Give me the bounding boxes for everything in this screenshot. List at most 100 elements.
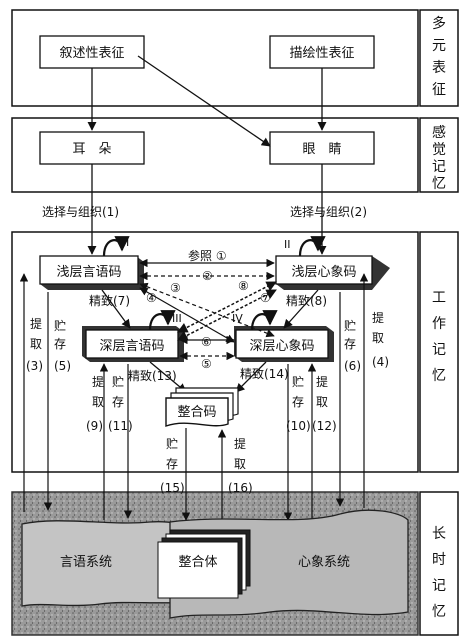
num-3: (3) bbox=[26, 359, 43, 373]
descriptive-representation-box bbox=[269, 35, 375, 69]
multi-representation-label-box bbox=[419, 9, 459, 107]
narrative-to-eye-arrow bbox=[137, 55, 271, 147]
deep-verbal-code: 深层言语码 bbox=[82, 326, 184, 362]
long-term-memory-label-box bbox=[419, 491, 459, 636]
eye-label: 眼 睛 bbox=[302, 142, 341, 157]
shallow-image-code: 浅层心象码 bbox=[275, 255, 390, 290]
integrated-body: 整合体 bbox=[157, 529, 251, 599]
side-char: 感 bbox=[432, 124, 446, 141]
store-char: 存 bbox=[166, 457, 178, 471]
num-16: (16) bbox=[228, 481, 253, 495]
eye-box bbox=[269, 131, 375, 165]
body-sheet-front bbox=[157, 541, 239, 599]
store-char: 贮 bbox=[344, 318, 356, 333]
retrieve-char: 取 bbox=[234, 457, 246, 471]
side-label-sensory: 感 觉 记 忆 bbox=[432, 124, 446, 192]
elaboration-label-14: 精致(14) bbox=[240, 367, 289, 381]
retrieve-char: 提 bbox=[372, 310, 384, 325]
integrated-body-label: 整合体 bbox=[178, 555, 217, 570]
num-12: (12) bbox=[312, 419, 337, 433]
integrated-code-label: 整合码 bbox=[177, 405, 216, 420]
side-char: 忆 bbox=[432, 604, 446, 620]
reference-label-1: 参照 ① bbox=[188, 248, 227, 263]
elaboration-label-7: 精致(7) bbox=[89, 294, 130, 308]
side-char: 工 bbox=[432, 290, 446, 306]
store-char: 存 bbox=[292, 395, 304, 409]
side-char: 征 bbox=[432, 82, 446, 98]
side-char: 多 bbox=[432, 15, 446, 32]
side-label-longterm: 长 时 记 忆 bbox=[432, 526, 446, 620]
num-6: (6) bbox=[344, 359, 361, 373]
retrieve-char: 取 bbox=[92, 395, 104, 409]
side-char: 元 bbox=[432, 38, 446, 54]
narrative-representation-label: 叙述性表征 bbox=[59, 46, 124, 61]
side-label-working: 工 作 记 忆 bbox=[432, 290, 446, 384]
store-char: 存 bbox=[54, 337, 66, 351]
shallow-verbal-code: 浅层言语码 bbox=[39, 255, 144, 290]
side-char: 忆 bbox=[432, 368, 446, 384]
verbal-system-label: 言语系统 bbox=[60, 555, 112, 570]
ear-box bbox=[39, 131, 145, 165]
multi-representation-frame bbox=[11, 9, 419, 107]
shallow-image-box bbox=[275, 255, 373, 285]
side-char: 作 bbox=[432, 316, 446, 332]
store-char: 贮 bbox=[112, 374, 124, 389]
cross-arrow-8 bbox=[177, 281, 277, 333]
image-system-label: 心象系统 bbox=[298, 555, 350, 570]
side-char: 记 bbox=[432, 342, 446, 358]
select-organize-left-label: 选择与组织(1) bbox=[42, 205, 119, 219]
cross-arrow-7 bbox=[177, 289, 277, 341]
ear-label: 耳 朵 bbox=[72, 142, 111, 157]
working-memory-label-box bbox=[419, 231, 459, 473]
deep-image-code: 深层心象码 bbox=[234, 326, 334, 362]
shallow-verbal-label: 浅层言语码 bbox=[56, 265, 121, 280]
retrieve-char: 提 bbox=[234, 436, 246, 451]
select-organize-right-label: 选择与组织(2) bbox=[290, 205, 367, 219]
loop-arrow-i bbox=[102, 236, 130, 257]
cross-label-3: ③ bbox=[170, 281, 181, 295]
loop-arrow-ii bbox=[298, 236, 326, 257]
elaboration-arrow-14 bbox=[235, 361, 267, 393]
cross-label-8: ⑧ bbox=[238, 279, 249, 293]
retrieve-char: 提 bbox=[316, 374, 328, 389]
side-char: 忆 bbox=[432, 176, 446, 192]
retrieve-char: 取 bbox=[316, 395, 328, 409]
narrative-representation-box bbox=[39, 35, 145, 69]
side-char: 记 bbox=[432, 578, 446, 594]
deep-verbal-label: 深层言语码 bbox=[99, 339, 164, 354]
store-char: 贮 bbox=[166, 436, 178, 451]
store-retrieve-arrows bbox=[19, 273, 369, 521]
num-11: (11) bbox=[108, 419, 133, 433]
store-char: 存 bbox=[344, 337, 356, 351]
side-char: 觉 bbox=[432, 142, 446, 158]
side-char: 表 bbox=[432, 60, 446, 76]
elaboration-label-8: 精致(8) bbox=[286, 294, 327, 308]
sensory-memory-label-box bbox=[419, 117, 459, 193]
reference-label-2: ② bbox=[202, 269, 213, 283]
num-10: (10) bbox=[286, 419, 311, 433]
sensory-memory-frame bbox=[11, 117, 419, 193]
reference-label-6: ⑥ bbox=[201, 335, 212, 349]
elaboration-label-13: 精致(13) bbox=[128, 369, 177, 383]
num-4: (4) bbox=[372, 355, 389, 369]
elaboration-arrow-13 bbox=[149, 361, 187, 393]
store-char: 贮 bbox=[54, 318, 66, 333]
retrieve-char: 提 bbox=[92, 374, 104, 389]
retrieve-char: 取 bbox=[30, 337, 42, 351]
descriptive-representation-label: 描绘性表征 bbox=[289, 46, 354, 61]
sheet-front bbox=[165, 397, 229, 427]
working-memory-frame bbox=[11, 231, 419, 473]
side-char: 长 bbox=[432, 526, 446, 542]
side-char: 记 bbox=[432, 159, 446, 175]
store-retrieve-labels: 提 取 (3) 贮 存 (5) 提 取 (9) 贮 存 (11) 贮 存 (15… bbox=[26, 310, 389, 495]
reference-label-5: ⑤ bbox=[201, 357, 212, 371]
num-9: (9) bbox=[86, 419, 103, 433]
cross-label-7: ⑦ bbox=[260, 291, 271, 305]
roman-iii: III bbox=[172, 312, 182, 325]
store-char: 存 bbox=[112, 395, 124, 409]
elaboration-arrow-8 bbox=[283, 289, 319, 329]
retrieve-char: 提 bbox=[30, 316, 42, 331]
roman-ii: II bbox=[284, 238, 291, 251]
side-char: 时 bbox=[432, 552, 446, 568]
